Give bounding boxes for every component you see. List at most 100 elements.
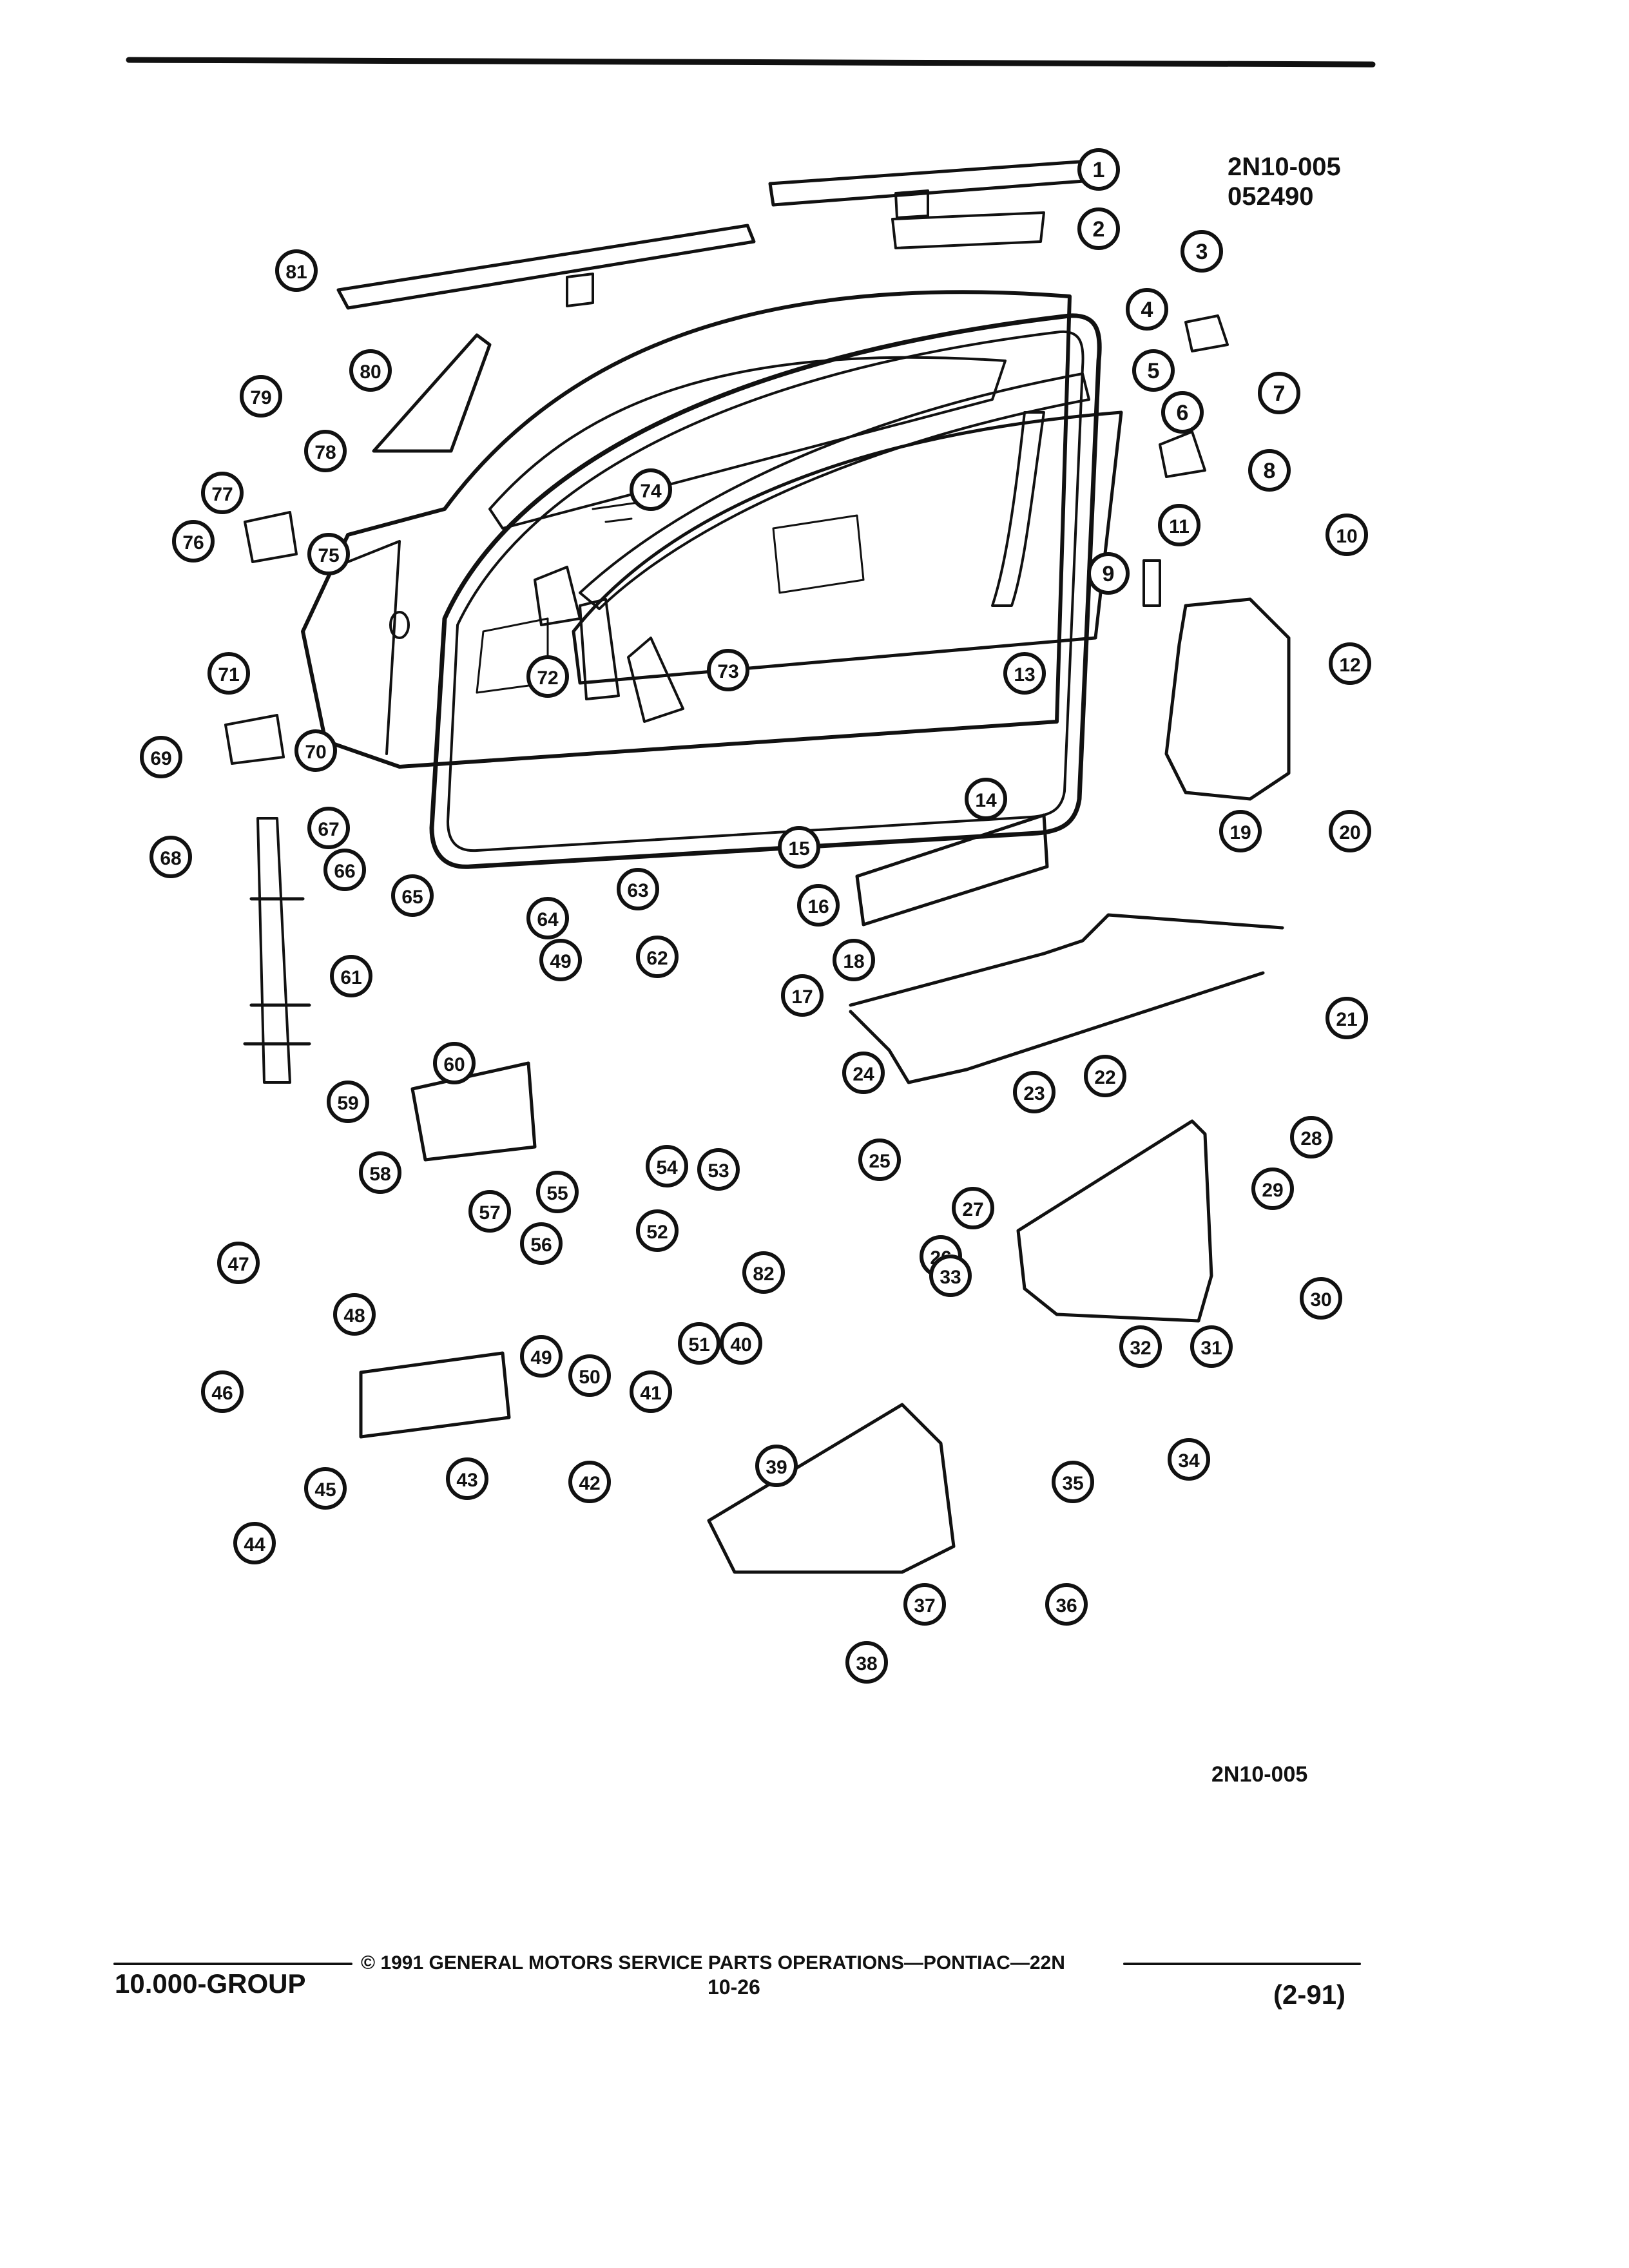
callout-69: 69	[140, 736, 182, 778]
callout-25: 25	[858, 1139, 901, 1181]
callout-number: 35	[1062, 1473, 1083, 1494]
callout-number: 49	[550, 951, 571, 972]
callout-circle	[952, 1187, 994, 1229]
callout-circle	[217, 1242, 260, 1284]
callout-34: 34	[1168, 1438, 1210, 1481]
callout-number: 81	[285, 262, 307, 283]
door-glass-run-lower	[855, 813, 1049, 927]
callout-54: 54	[646, 1145, 688, 1187]
callout-number: 72	[537, 668, 558, 689]
callout-circle	[720, 1322, 762, 1365]
callout-number: 66	[334, 861, 355, 882]
callout-circle	[833, 939, 875, 981]
callout-number: 47	[227, 1254, 249, 1275]
callout-79: 79	[240, 375, 282, 418]
callout-33: 33	[929, 1254, 972, 1297]
figure-date-code: 052490	[1228, 182, 1314, 211]
callout-52: 52	[636, 1209, 679, 1252]
callout-37: 37	[903, 1583, 946, 1626]
callout-number: 64	[537, 909, 559, 930]
inside-handle-bezel	[410, 1061, 537, 1162]
callout-circle	[636, 1209, 679, 1252]
callout-number: 29	[1262, 1180, 1283, 1201]
callout-number: 34	[1178, 1450, 1200, 1472]
callout-31: 31	[1190, 1325, 1233, 1368]
callout-68: 68	[149, 836, 192, 878]
upper-molding	[768, 159, 1094, 219]
callout-circle	[568, 1461, 611, 1503]
callout-number: 44	[244, 1534, 265, 1555]
callout-circle	[965, 778, 1007, 820]
callout-27: 27	[952, 1187, 994, 1229]
header-rule	[126, 57, 1376, 68]
callout-number: 77	[211, 484, 233, 505]
callout-number: 82	[753, 1264, 774, 1285]
callout-circle	[630, 1370, 672, 1413]
callout-circle	[630, 468, 672, 511]
callout-53: 53	[697, 1148, 740, 1191]
callout-number: 5	[1148, 359, 1160, 383]
callout-number: 21	[1336, 1009, 1357, 1030]
mirror-patch	[372, 333, 492, 453]
callout-number: 73	[717, 661, 738, 682]
door-lock-bracket-left	[224, 714, 285, 765]
door-weatherstrip	[429, 313, 1102, 869]
callout-number: 36	[1055, 1595, 1077, 1617]
callout-circle	[646, 1145, 688, 1187]
callout-circle	[391, 874, 434, 917]
footer-page-number: 10-26	[708, 1975, 760, 1999]
figure-code-block: 2N10-005 052490	[1228, 152, 1341, 211]
callout-66: 66	[323, 849, 366, 891]
callout-circle	[140, 736, 182, 778]
callout-circle	[172, 520, 215, 562]
door-lock-spring	[1142, 559, 1161, 607]
callout-circle	[778, 826, 820, 869]
callout-number: 32	[1130, 1338, 1151, 1359]
callout-circle	[1077, 207, 1120, 250]
callout-number: 33	[940, 1267, 961, 1288]
callout-number: 69	[150, 748, 171, 769]
door-lock-cylinder-housing	[244, 511, 298, 563]
callout-circle	[520, 1222, 563, 1265]
callout-number: 16	[807, 896, 829, 918]
callout-55: 55	[536, 1171, 579, 1213]
window-regulator-frame	[1016, 1119, 1213, 1323]
outside-handle-rod-lower	[849, 971, 1265, 1084]
callout-circle	[1087, 552, 1130, 595]
callout-16: 16	[797, 884, 840, 927]
callout-75: 75	[307, 533, 350, 575]
callout-circle	[349, 349, 392, 392]
callout-circle	[307, 807, 350, 849]
callout-76: 76	[172, 520, 215, 562]
callout-30: 30	[1300, 1277, 1342, 1320]
window-run-block	[579, 598, 620, 700]
callout-number: 52	[646, 1222, 668, 1243]
callout-number: 31	[1200, 1338, 1222, 1359]
callout-number: 25	[869, 1151, 890, 1172]
callout-number: 51	[688, 1334, 709, 1356]
callout-46: 46	[201, 1370, 244, 1413]
callout-24: 24	[842, 1052, 885, 1094]
callout-21: 21	[1325, 997, 1368, 1039]
callout-circle	[1190, 1325, 1233, 1368]
callout-circle	[858, 1139, 901, 1181]
callout-number: 54	[656, 1157, 678, 1178]
callout-73: 73	[707, 649, 749, 691]
callout-58: 58	[359, 1151, 401, 1194]
callout-63: 63	[617, 868, 659, 910]
callout-number: 58	[369, 1164, 390, 1185]
callout-number: 19	[1229, 822, 1251, 843]
callout-42: 42	[568, 1461, 611, 1503]
callout-15: 15	[778, 826, 820, 869]
callout-19: 19	[1219, 810, 1262, 852]
footer-revision: (2-91)	[1273, 1979, 1346, 2010]
callout-number: 8	[1264, 459, 1276, 483]
callout-number: 49	[530, 1347, 552, 1369]
callout-number: 80	[360, 361, 381, 383]
outside-handle-rod-upper	[849, 913, 1284, 1007]
callout-circle	[678, 1322, 720, 1365]
callout-circle	[1077, 148, 1120, 191]
lock-striker-clip	[1184, 314, 1229, 352]
callout-circle	[536, 1171, 579, 1213]
